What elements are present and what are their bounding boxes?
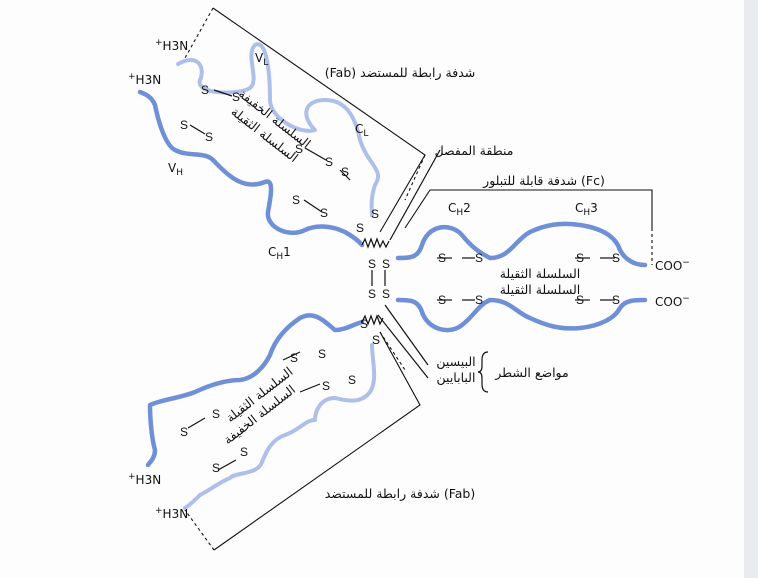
- light-chain-bottom: [183, 343, 377, 510]
- s-atom: S: [290, 351, 298, 365]
- s-atom: S: [240, 445, 248, 459]
- s-atom: S: [372, 333, 380, 347]
- vl-label: VL: [255, 51, 268, 68]
- n-terminus-heavy-top: +H3N: [128, 72, 161, 87]
- s-atom: S: [205, 130, 213, 144]
- s-atom: S: [576, 251, 584, 265]
- ch1-label: CH1: [268, 245, 291, 262]
- fc-heavy-chain-label-2: السلسلة الثقيلة: [500, 282, 581, 297]
- fc-label: شدفة قابلة للتبلور (Fc): [482, 173, 605, 189]
- hinge-label: منطقة المفصل: [435, 143, 514, 158]
- hinge-leader: [389, 149, 441, 241]
- s-atom: S: [341, 165, 349, 179]
- pepsin-label: البيسين: [436, 354, 475, 370]
- s-atom: S: [612, 251, 620, 265]
- disulfide-bonds: [187, 89, 615, 471]
- s-atom: S: [356, 221, 364, 235]
- s-atom: S: [292, 193, 300, 207]
- hinge-zigzag-top: [361, 237, 390, 249]
- s-atom: S: [438, 251, 446, 265]
- fc-heavy-chain-upper: [395, 221, 648, 268]
- cl-label: CL: [355, 122, 368, 139]
- s-atom: S: [318, 347, 326, 361]
- s-atom: S: [368, 287, 376, 301]
- s-atom: S: [325, 155, 333, 169]
- ch2-label: CH2: [448, 201, 471, 218]
- s-atom: S: [295, 142, 303, 156]
- cleavage-sites-label: مواضع الشطر: [494, 365, 568, 381]
- s-atom: S: [475, 251, 483, 265]
- heavy-chain-bottom: [145, 313, 365, 468]
- s-atom: S: [201, 83, 209, 97]
- s-atom: S: [612, 293, 620, 307]
- page-edge: [744, 0, 758, 578]
- s-atom: S: [212, 461, 220, 475]
- papain-label: البابايين: [437, 370, 476, 386]
- fab-top-label: شدفة رابطة للمستضد (Fab): [325, 65, 475, 81]
- n-terminus-light-bottom: +H3N: [155, 506, 188, 521]
- fc-heavy-chain-label-1: السلسلة الثقيلة: [500, 266, 581, 281]
- cleavage-brace: [477, 351, 489, 393]
- coo-lower: COO−: [655, 294, 690, 309]
- sulfur-atoms: S S S S S S S S S S S S S S S S S S S S …: [180, 83, 620, 475]
- s-atom: S: [320, 206, 328, 220]
- hinge-zigzag-bottom: [361, 314, 384, 326]
- s-atom: S: [212, 407, 220, 421]
- s-atom: S: [475, 293, 483, 307]
- s-atom: S: [180, 118, 188, 132]
- fc-frame: [404, 189, 653, 229]
- fc-heavy-chain-lower: [395, 297, 648, 333]
- s-atom: S: [371, 207, 379, 221]
- s-atom: S: [232, 90, 240, 104]
- s-atom: S: [348, 373, 356, 387]
- s-atom: S: [180, 425, 188, 439]
- heavy-chain-top: [137, 89, 365, 248]
- fab-bottom-label: شدفة رابطة للمستضد (Fab): [325, 486, 475, 502]
- vh-label: VH: [168, 161, 183, 178]
- n-terminus-light-top: +H3N: [155, 38, 188, 53]
- cleavage-leader-2: [377, 314, 429, 379]
- fab-top-dash: [184, 7, 426, 201]
- cleavage-leader-1: [384, 304, 429, 366]
- ch3-label: CH3: [575, 201, 598, 218]
- n-terminus-heavy-bottom: +H3N: [128, 472, 161, 487]
- fab-bottom-dash: [184, 331, 406, 551]
- s-atom: S: [382, 287, 390, 301]
- fab-bottom-frame: [213, 331, 421, 551]
- s-atom: S: [438, 293, 446, 307]
- coo-upper: COO−: [655, 258, 690, 273]
- s-atom: S: [368, 257, 376, 271]
- s-atom: S: [360, 317, 368, 331]
- s-atom: S: [382, 257, 390, 271]
- s-atom: S: [322, 379, 330, 393]
- s-atom: S: [576, 293, 584, 307]
